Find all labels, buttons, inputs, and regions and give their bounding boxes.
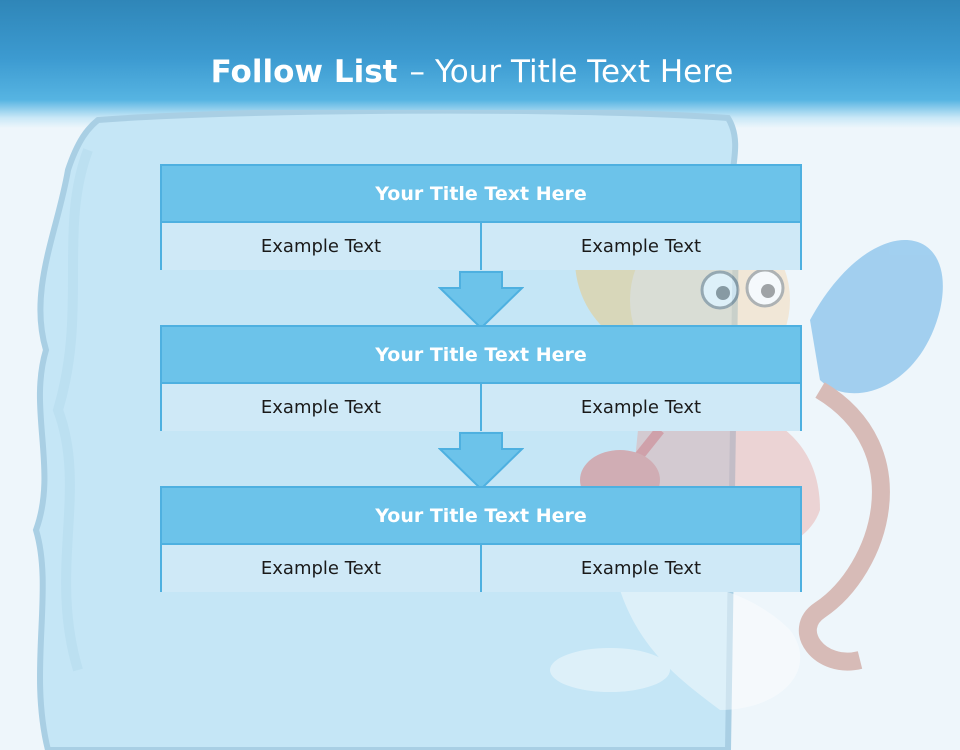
slide-title: Follow List–Your Title Text Here [0,54,944,90]
block-cell-right: Example Text [480,384,800,431]
block-title: Your Title Text Here [162,327,800,384]
block-cell-right: Example Text [480,545,800,592]
header-band [0,0,960,128]
down-arrow-icon [438,271,524,330]
block-cell-right: Example Text [480,223,800,270]
block-title: Your Title Text Here [162,166,800,223]
block-cell-left: Example Text [162,384,480,431]
title-bold: Follow List [210,54,398,90]
block-title: Your Title Text Here [162,488,800,545]
block-cell-left: Example Text [162,223,480,270]
down-arrow-icon [438,432,524,491]
block-cell-left: Example Text [162,545,480,592]
title-rest: Your Title Text Here [434,54,734,90]
follow-block-2: Your Title Text Here Example Text Exampl… [160,325,802,431]
follow-block-3: Your Title Text Here Example Text Exampl… [160,486,802,592]
title-dash: – [409,54,425,90]
follow-block-1: Your Title Text Here Example Text Exampl… [160,164,802,270]
